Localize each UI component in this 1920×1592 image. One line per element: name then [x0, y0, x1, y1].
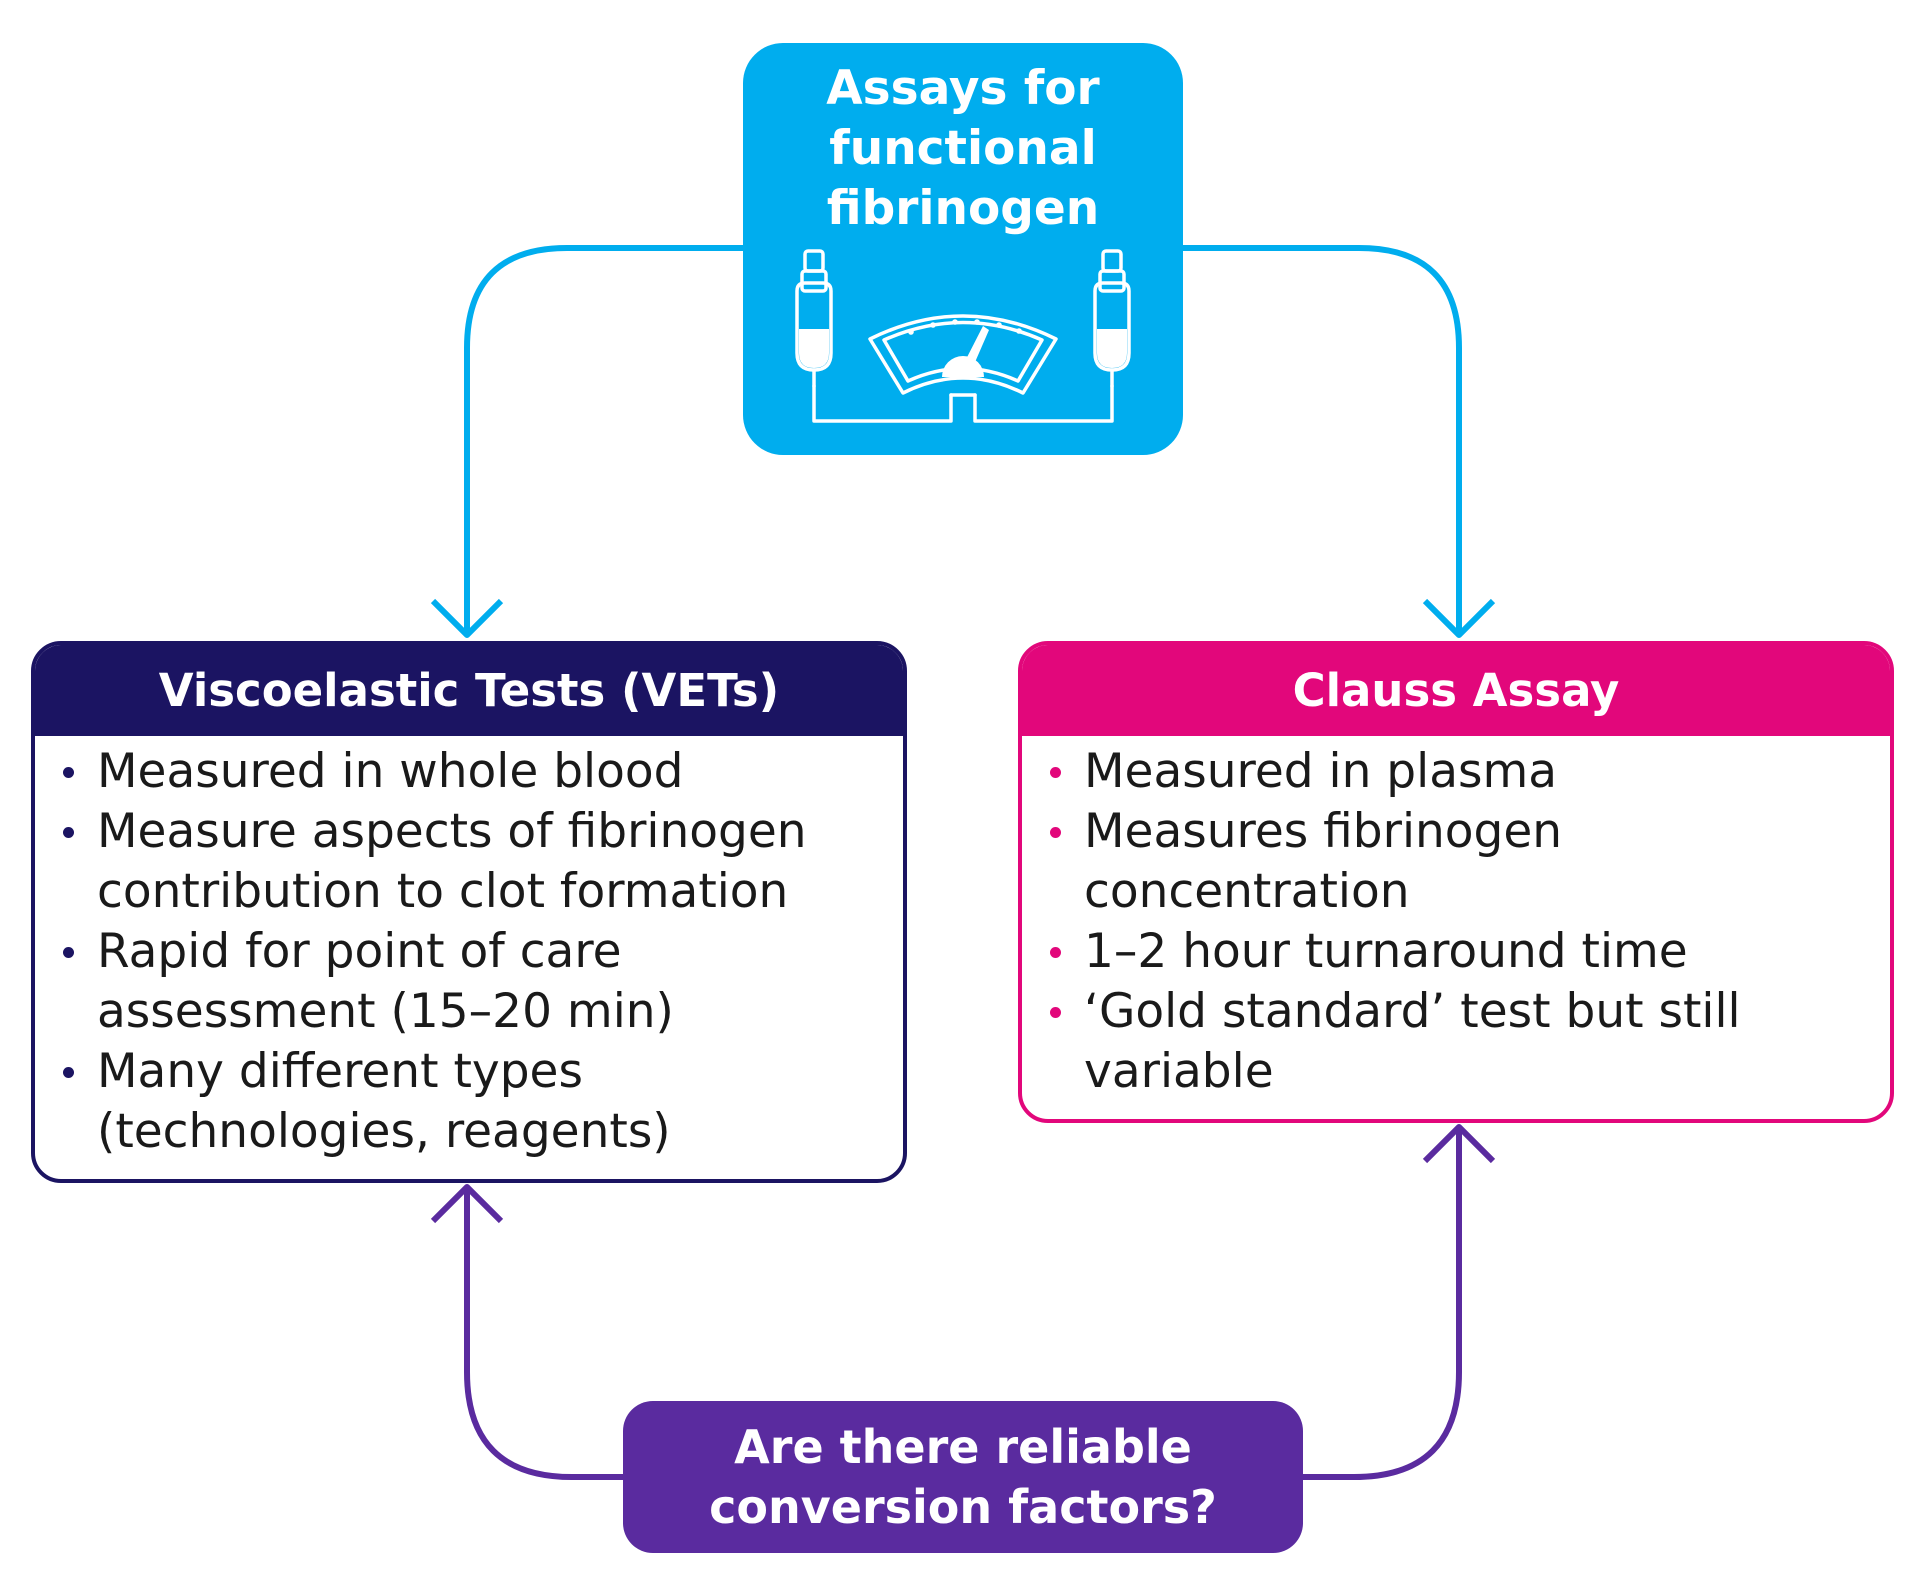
vets-bullet-list: Measured in whole blood Measure aspects … — [35, 736, 903, 1162]
bullet-dot — [1050, 827, 1061, 838]
list-item: Many different types (technologies, reag… — [55, 1042, 883, 1162]
list-item: 1–2 hour turnaround time — [1042, 922, 1870, 982]
arrow-bottom-to-clauss — [1303, 1127, 1462, 1480]
arrow-top-to-vets — [464, 245, 743, 635]
bullet-dot — [1050, 947, 1061, 958]
list-item: Measured in plasma — [1042, 742, 1870, 802]
top-box-title: Assays for functional fibrinogen — [826, 61, 1100, 236]
list-item: ‘Gold standard’ test but still variable — [1042, 982, 1870, 1102]
panel-clauss-assay: Clauss Assay Measured in plasma Measures… — [1018, 641, 1894, 1123]
list-item: Measures fibrinogen concentration — [1042, 802, 1870, 922]
list-item: Measure aspects of fibrinogen contributi… — [55, 802, 883, 922]
bullet-dot — [1050, 767, 1061, 778]
bullet-dot — [63, 767, 74, 778]
clauss-bullet-list: Measured in plasma Measures fibrinogen c… — [1022, 736, 1890, 1102]
bullet-dot — [63, 1067, 74, 1078]
panel-viscoelastic-tests: Viscoelastic Tests (VETs) Measured in wh… — [31, 641, 907, 1183]
arrow-bottom-to-vets — [464, 1187, 623, 1480]
bullet-dot — [63, 947, 74, 958]
list-item: Measured in whole blood — [55, 742, 883, 802]
bottom-box-conversion-question: Are there reliable conversion factors? — [623, 1401, 1303, 1553]
panel-title-vets: Viscoelastic Tests (VETs) — [35, 645, 903, 736]
arrowhead-clauss — [1422, 598, 1496, 638]
arrowhead-vets — [430, 598, 504, 638]
fibrinogen-meter-icon — [795, 249, 1131, 423]
arrowhead-bottom-clauss — [1422, 1124, 1496, 1164]
top-box-functional-fibrinogen: Assays for functional fibrinogen — [743, 43, 1183, 455]
arrow-top-to-clauss — [1183, 245, 1462, 635]
bottom-box-text: Are there reliable conversion factors? — [709, 1420, 1217, 1534]
list-item: Rapid for point of care assessment (15–2… — [55, 922, 883, 1042]
bullet-dot — [63, 827, 74, 838]
panel-title-clauss: Clauss Assay — [1022, 645, 1890, 736]
arrowhead-bottom-vets — [430, 1184, 504, 1224]
bullet-dot — [1050, 1007, 1061, 1018]
